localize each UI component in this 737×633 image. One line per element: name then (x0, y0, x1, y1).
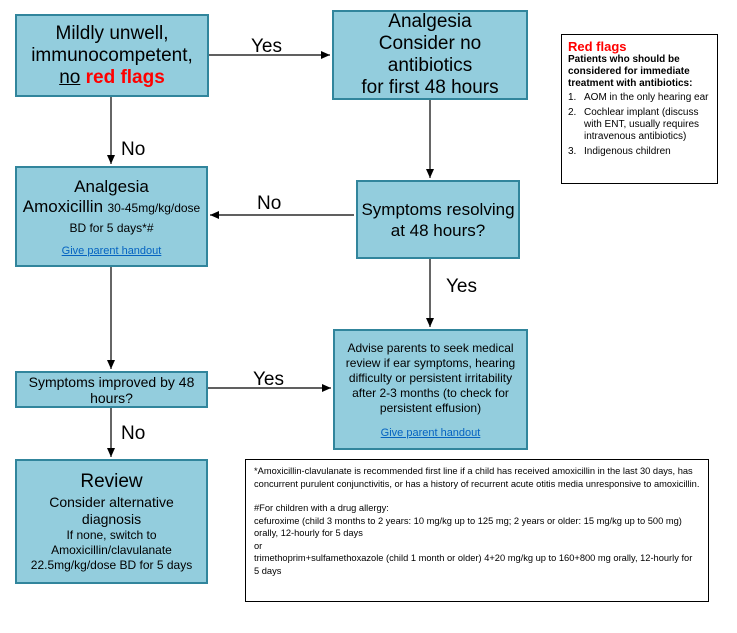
start-line3: no red flags (59, 67, 165, 89)
start-node: Mildly unwell, immunocompetent, no red f… (15, 14, 209, 97)
red-flag-number: 3. (568, 146, 577, 157)
amoxicillin-dose2: BD for 5 days*# (69, 220, 154, 235)
start-red-flags: red flags (85, 66, 165, 88)
review-line2: diagnosis (81, 511, 142, 527)
footnote-allergy-heading: #For children with a drug allergy: (254, 503, 389, 513)
red-flag-number: 1. (568, 92, 577, 103)
footnote-trimethoprim: trimethoprim+sulfamethoxazole (child 1 m… (254, 553, 693, 576)
start-no-word: no (59, 66, 81, 88)
red-flag-number: 2. (568, 107, 577, 118)
red-flag-item: 3. Indigenous children (568, 146, 711, 158)
review-node: Review Consider alternative diagnosis If… (15, 459, 208, 584)
review-line3: If none, switch to (66, 528, 157, 542)
amoxicillin-title: Analgesia (74, 176, 149, 196)
red-flag-item: 1. AOM in the only hearing ear (568, 92, 711, 104)
symptoms-resolving-node: Symptoms resolving at 48 hours? (356, 180, 520, 259)
footnote-or: or (254, 540, 263, 551)
red-flags-panel: Red flags Patients who should be conside… (561, 34, 718, 184)
red-flags-list: 1. AOM in the only hearing ear 2. Cochle… (568, 92, 711, 158)
red-flag-item: 2. Cochlear implant (discuss with ENT, u… (568, 107, 711, 143)
analgesia-node: Analgesia Consider no antibiotics for fi… (332, 10, 528, 100)
start-line2: immunocompetent, (31, 44, 193, 66)
review-line5: 22.5mg/kg/dose BD for 5 days (30, 558, 193, 572)
amoxicillin-dose: 30-45mg/kg/dose (107, 200, 201, 215)
amoxicillin-drug: Amoxicillin (22, 196, 104, 216)
analgesia-line1: Analgesia (388, 11, 472, 32)
red-flags-title: Red flags (568, 39, 627, 54)
advise-line4: after 2-3 months (to check for (352, 385, 509, 400)
start-line1: Mildly unwell, (55, 22, 169, 44)
advise-line1: Advise parents to seek medical (347, 340, 514, 355)
resolving-line2: at 48 hours? (390, 220, 486, 240)
label-no-improved: No (121, 423, 146, 444)
label-yes-start: Yes (251, 36, 282, 57)
advise-line2: review if ear symptoms, hearing (345, 355, 516, 370)
advise-handout-link[interactable]: Give parent handout (380, 426, 481, 439)
advise-line5: persistent effusion) (379, 400, 482, 415)
label-no-resolving: No (257, 193, 282, 214)
improved-line2: hours? (90, 389, 133, 406)
amoxicillin-node: Analgesia Amoxicillin 30-45mg/kg/dose BD… (15, 166, 208, 267)
footnote-cefuroxime: cefuroxime (child 3 months to 2 years: 1… (254, 515, 682, 539)
red-flag-text: Indigenous children (584, 146, 671, 157)
label-yes-improved: Yes (253, 369, 284, 390)
advise-line3: difficulty or persistent irritability (348, 370, 513, 385)
red-flag-text: Cochlear implant (discuss with ENT, usua… (584, 107, 700, 142)
review-title: Review (80, 471, 143, 492)
footnote-amoxiclav: *Amoxicillin-clavulanate is recommended … (254, 466, 700, 489)
amoxicillin-handout-link[interactable]: Give parent handout (61, 244, 162, 257)
label-no-start: No (121, 139, 146, 160)
review-line1: Consider alternative (49, 494, 174, 510)
review-line4: Amoxicillin/clavulanate (51, 543, 172, 557)
analgesia-line2: Consider no antibiotics (378, 33, 482, 76)
improved-line1: Symptoms improved by 48 (28, 373, 195, 390)
red-flags-subtitle: Patients who should be considered for im… (568, 54, 693, 89)
footnote-panel: *Amoxicillin-clavulanate is recommended … (245, 459, 709, 602)
resolving-line1: Symptoms resolving (361, 199, 515, 219)
analgesia-line3: for first 48 hours (361, 77, 499, 98)
advise-parents-node: Advise parents to seek medical review if… (333, 329, 528, 450)
symptoms-improved-node: Symptoms improved by 48 hours? (15, 371, 208, 408)
label-yes-resolving: Yes (446, 276, 477, 297)
amoxicillin-dose-line: Amoxicillin 30-45mg/kg/dose (23, 197, 200, 218)
red-flag-text: AOM in the only hearing ear (584, 92, 709, 103)
